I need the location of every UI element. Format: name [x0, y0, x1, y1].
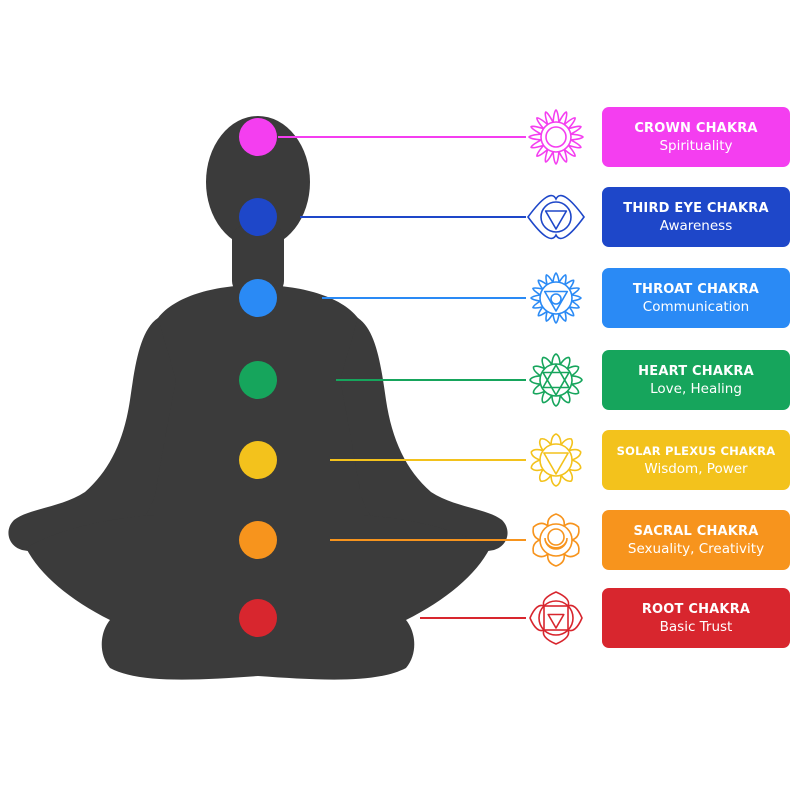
- chakra-title: SACRAL CHAKRA: [633, 523, 759, 539]
- crown-chakra-dot: [239, 118, 277, 156]
- chakra-meaning: Love, Healing: [650, 380, 742, 397]
- square-lotus-icon: [529, 591, 583, 645]
- crescent-lotus-icon: [532, 513, 580, 567]
- third-eye-chakra-dot: [239, 198, 277, 236]
- chakra-title: HEART CHAKRA: [638, 363, 754, 379]
- chakra-title: SOLAR PLEXUS CHAKRA: [616, 443, 776, 458]
- chakra-meaning: Sexuality, Creativity: [627, 540, 765, 557]
- solar-plexus-chakra-dot: [239, 441, 277, 479]
- chakra-meaning: Awareness: [659, 217, 733, 234]
- eye-triangle-icon: [527, 194, 585, 240]
- chakra-title: THIRD EYE CHAKRA: [623, 200, 769, 216]
- chakra-title: THROAT CHAKRA: [632, 281, 760, 297]
- sacral-chakra-dot: [239, 521, 277, 559]
- chakra-meaning: Wisdom, Power: [644, 460, 748, 477]
- root-chakra-dot: [239, 599, 277, 637]
- solar-plexus-chakra-label: SOLAR PLEXUS CHAKRA Wisdom, Power: [602, 430, 790, 490]
- hexagram-lotus-icon: [529, 353, 583, 407]
- throat-lotus-icon: [530, 272, 582, 324]
- meditating-figure-silhouette: [8, 116, 508, 680]
- lotus-icon: [528, 109, 584, 165]
- chakra-meaning: Spirituality: [659, 137, 733, 154]
- triangle-lotus-icon: [530, 433, 582, 487]
- chakra-meaning: Basic Trust: [659, 618, 733, 635]
- chakra-meaning: Communication: [642, 298, 750, 315]
- chakra-title: ROOT CHAKRA: [641, 601, 751, 617]
- heart-chakra-dot: [239, 361, 277, 399]
- throat-chakra-dot: [239, 279, 277, 317]
- chakra-title: CROWN CHAKRA: [634, 120, 758, 136]
